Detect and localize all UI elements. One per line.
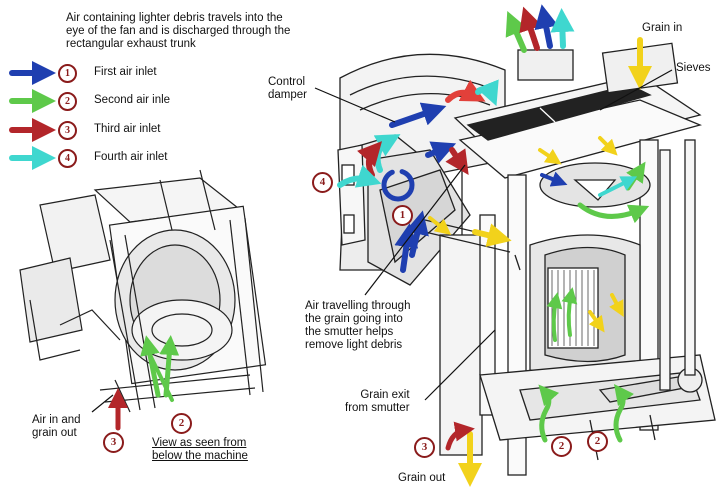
marker-first-inlet: 1 — [392, 205, 413, 226]
caption-grain-exit: Grain exit from smutter — [345, 389, 410, 414]
marker-third-inlet: 3 — [414, 437, 435, 458]
below-view-machine — [19, 169, 267, 413]
marker-second-inlet-a: 2 — [551, 436, 572, 457]
legend-marker-4: 4 — [58, 149, 77, 168]
air-flow-arrows — [108, 4, 652, 487]
caption-view-below: View as seen from below the machine — [152, 437, 248, 462]
legend-label-fourth: Fourth air inlet — [94, 151, 168, 163]
caption-grain-out: Grain out — [398, 472, 446, 484]
caption-control-damper: Control damper — [268, 76, 307, 101]
marker-third-inlet-small: 3 — [103, 432, 124, 453]
marker-fourth-inlet: 4 — [312, 172, 333, 193]
caption-grain-in: Grain in — [642, 22, 683, 34]
legend-label-second: Second air inle — [94, 94, 171, 106]
legend-label-first: First air inlet — [94, 66, 157, 78]
caption-air-through-grain: Air travelling through the grain going i… — [305, 300, 411, 351]
caption-air-in-grain-out: Air in and grain out — [32, 414, 81, 439]
legend-marker-1: 1 — [58, 64, 77, 83]
marker-second-inlet-b: 2 — [587, 431, 608, 452]
legend-marker-2: 2 — [58, 92, 77, 111]
caption-sieves: Sieves — [676, 62, 711, 74]
legend-arrows — [9, 61, 56, 170]
marker-second-inlet-small: 2 — [171, 413, 192, 434]
caption-fan-exhaust: Air containing lighter debris travels in… — [66, 12, 291, 50]
legend-label-third: Third air inlet — [94, 123, 161, 135]
legend-marker-3: 3 — [58, 121, 77, 140]
leader-lines — [91, 69, 673, 413]
